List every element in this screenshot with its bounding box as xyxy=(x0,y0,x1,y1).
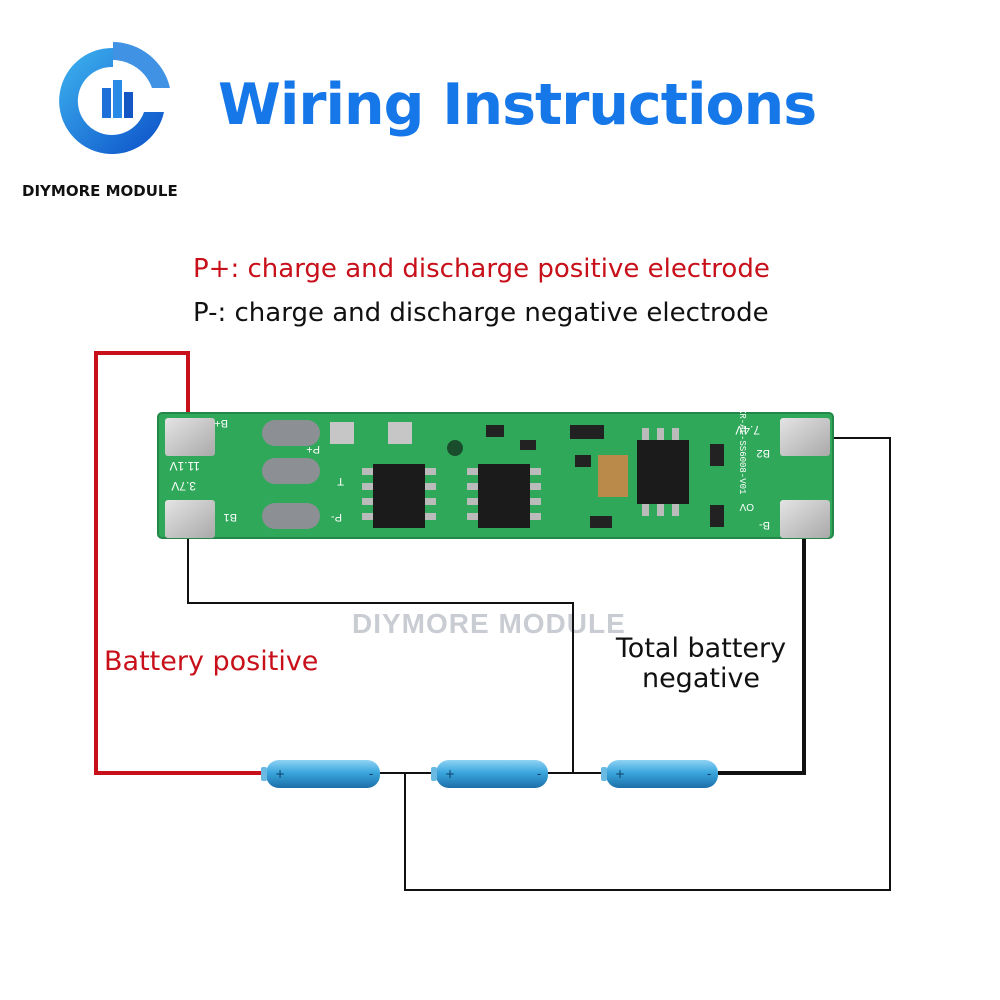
battery-3-plus: + xyxy=(615,767,625,781)
battery-cell-3: + - xyxy=(601,760,718,788)
wire-total-negative xyxy=(718,520,806,775)
brand-logo xyxy=(59,42,170,154)
label-b1: B1 xyxy=(224,511,237,523)
battery-positive-label: Battery positive xyxy=(104,646,319,677)
label-ov: OV xyxy=(739,501,754,512)
mosfet-chip-2 xyxy=(467,464,541,528)
label-p-plus: P+ xyxy=(306,443,320,455)
label-b-minus: B- xyxy=(759,519,770,531)
label-74v: 7.4V xyxy=(735,423,760,437)
wire-b2 xyxy=(404,437,891,891)
battery-cell-1: + - xyxy=(261,760,380,788)
total-battery-negative-label: Total battery negative xyxy=(590,634,812,694)
label-t: T xyxy=(337,475,344,487)
mosfet-chip-1 xyxy=(362,464,436,528)
protection-board: B+ B1 B2 B- P+ P- T 11.1V 3.7V 7.4V OV X… xyxy=(157,408,834,539)
label-b-plus: B+ xyxy=(214,417,228,429)
battery-cell-2: + - xyxy=(431,760,548,788)
page-title: Wiring Instructions xyxy=(218,72,817,138)
total-negative-line-1: Total battery xyxy=(615,633,787,664)
label-p-minus: P- xyxy=(331,511,342,523)
pad-b2 xyxy=(780,418,830,456)
wiring-diagram: B+ B1 B2 B- P+ P- T 11.1V 3.7V 7.4V OV X… xyxy=(94,351,891,891)
label-37v: 3.7V xyxy=(171,479,196,493)
pad-b-plus xyxy=(165,418,215,456)
brand-name: DIYMORE MODULE xyxy=(22,182,178,200)
legend-negative: P-: charge and discharge negative electr… xyxy=(193,298,769,328)
label-b2: B2 xyxy=(757,447,770,459)
label-11v: 11.1V xyxy=(170,459,200,473)
battery-1-plus: + xyxy=(275,767,285,781)
watermark-text: DIYMORE MODULE xyxy=(352,608,626,639)
legend-positive: P+: charge and discharge positive electr… xyxy=(193,254,770,284)
battery-2-plus: + xyxy=(445,767,455,781)
battery-1-minus: - xyxy=(369,767,373,781)
pad-b-minus xyxy=(780,500,830,538)
label-model: XR-AL-SS6008-V01 xyxy=(737,408,747,494)
total-negative-line-2: negative xyxy=(641,663,761,694)
wire-battery-positive xyxy=(94,351,268,775)
controller-chip xyxy=(637,428,689,516)
pad-b1 xyxy=(165,500,215,538)
battery-2-minus: - xyxy=(537,767,541,781)
battery-3-minus: - xyxy=(707,767,711,781)
